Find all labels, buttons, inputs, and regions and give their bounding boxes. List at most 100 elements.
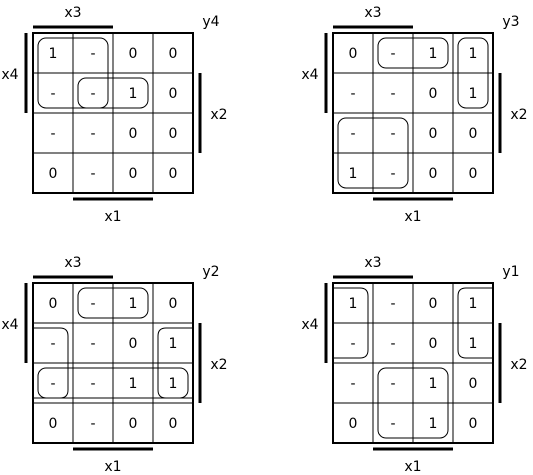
right-label: x2 xyxy=(210,107,227,123)
group-outline-wrap xyxy=(457,287,492,359)
left-label: x4 xyxy=(301,67,318,83)
kmap-cell: 1 xyxy=(349,296,358,312)
kmap-cell: 1 xyxy=(349,166,358,182)
kmap-cell: 0 xyxy=(49,296,58,312)
kmap-cell: 0 xyxy=(469,376,478,392)
output-label: y3 xyxy=(502,14,519,30)
group-outline xyxy=(377,367,449,439)
kmap-cell: - xyxy=(50,86,55,102)
right-label: x2 xyxy=(210,357,227,373)
kmap-cell: 0 xyxy=(469,126,478,142)
kmap-cell: 0 xyxy=(169,126,178,142)
kmap-cell: 0 xyxy=(129,416,138,432)
kmap-cell: 0 xyxy=(169,86,178,102)
kmap-cell: 0 xyxy=(429,166,438,182)
kmap-cell: 1 xyxy=(169,336,178,352)
kmap-cell: 0 xyxy=(129,336,138,352)
group-outline xyxy=(457,37,489,109)
kmap-cell: 1 xyxy=(129,296,138,312)
group-outline xyxy=(37,367,189,399)
kmap-cell: 0 xyxy=(49,416,58,432)
kmap-cell: 1 xyxy=(169,376,178,392)
output-label: y1 xyxy=(502,264,519,280)
kmap-cell: - xyxy=(350,376,355,392)
kmap-cell: - xyxy=(390,86,395,102)
kmap-cell: - xyxy=(90,336,95,352)
kmap-cell: - xyxy=(390,46,395,62)
kmap-cell: - xyxy=(350,336,355,352)
kmap-cell: 1 xyxy=(469,46,478,62)
kmap-cell: 0 xyxy=(349,416,358,432)
kmap-cell: - xyxy=(390,376,395,392)
kmap-cell: 0 xyxy=(469,166,478,182)
kmap-cell: - xyxy=(50,126,55,142)
right-label: x2 xyxy=(510,107,527,123)
kmap-cell: 0 xyxy=(469,416,478,432)
kmap-cell: - xyxy=(350,126,355,142)
left-label: x4 xyxy=(1,317,18,333)
group-outline-wrap xyxy=(34,327,69,399)
bottom-label: x1 xyxy=(404,459,421,475)
group-outline-wrap xyxy=(157,327,192,399)
kmap-cell: 1 xyxy=(429,416,438,432)
kmap-cell: 0 xyxy=(429,126,438,142)
group-outline xyxy=(77,287,149,319)
group-outline xyxy=(377,37,449,69)
group-outline xyxy=(37,37,109,109)
kmap-cell: 0 xyxy=(429,336,438,352)
group-outline xyxy=(337,117,409,189)
kmap-cell: - xyxy=(390,296,395,312)
kmap-cell: - xyxy=(50,336,55,352)
kmap-cell: 0 xyxy=(169,46,178,62)
bottom-label: x1 xyxy=(404,209,421,225)
kmap-cell: 1 xyxy=(469,336,478,352)
kmap-y1: x3 x4 x2 x1 y1 1 - 0 1 - - 0 1 - - 1 0 0 - 1 0 xyxy=(301,255,527,475)
kmap-cell: 1 xyxy=(469,296,478,312)
kmap-cell: 1 xyxy=(129,86,138,102)
kmap-cell: 1 xyxy=(129,376,138,392)
kmap-cell: - xyxy=(350,86,355,102)
kmap-cell: 0 xyxy=(129,126,138,142)
kmap-y3: x3 x4 x2 x1 y3 0 - 1 1 - - 0 1 - - 0 0 1 - 0 0 xyxy=(301,5,527,225)
kmap-cell: - xyxy=(90,296,95,312)
kmap-cell: - xyxy=(90,86,95,102)
kmap-cell: - xyxy=(390,166,395,182)
kmap-cell: 1 xyxy=(429,46,438,62)
kmap-cell: - xyxy=(90,126,95,142)
kmap-cell: 0 xyxy=(349,46,358,62)
kmap-cell: 0 xyxy=(429,296,438,312)
kmap-cell: 1 xyxy=(429,376,438,392)
kmap-cell: 0 xyxy=(169,166,178,182)
kmap-cell: - xyxy=(50,376,55,392)
kmap-cell: 1 xyxy=(49,46,58,62)
kmap-y2: x3 x4 x2 x1 y2 0 - 1 0 - - 0 1 - - 1 1 0 - 0 0 xyxy=(1,255,227,475)
left-label: x4 xyxy=(301,317,318,333)
kmap-cell: - xyxy=(90,166,95,182)
kmap-cell: - xyxy=(390,416,395,432)
output-label: y2 xyxy=(202,264,219,280)
kmap-cell: - xyxy=(90,376,95,392)
kmap-cell: 0 xyxy=(169,416,178,432)
output-label: y4 xyxy=(202,14,219,30)
group-outline-wrap xyxy=(334,287,369,359)
top-label: x3 xyxy=(364,5,381,21)
kmap-cell: 0 xyxy=(49,166,58,182)
left-label: x4 xyxy=(1,67,18,83)
kmap-cell: - xyxy=(390,126,395,142)
kmap-cell: - xyxy=(90,416,95,432)
right-label: x2 xyxy=(510,357,527,373)
kmap-cell: - xyxy=(90,46,95,62)
group-outline xyxy=(77,77,149,109)
top-label: x3 xyxy=(64,5,81,21)
bottom-label: x1 xyxy=(104,459,121,475)
bottom-label: x1 xyxy=(104,209,121,225)
kmap-cell: - xyxy=(390,336,395,352)
top-label: x3 xyxy=(64,255,81,271)
top-label: x3 xyxy=(364,255,381,271)
kmap-cell: 1 xyxy=(469,86,478,102)
kmap-cell: 0 xyxy=(429,86,438,102)
kmap-cell: 0 xyxy=(129,166,138,182)
kmap-cell: 0 xyxy=(169,296,178,312)
